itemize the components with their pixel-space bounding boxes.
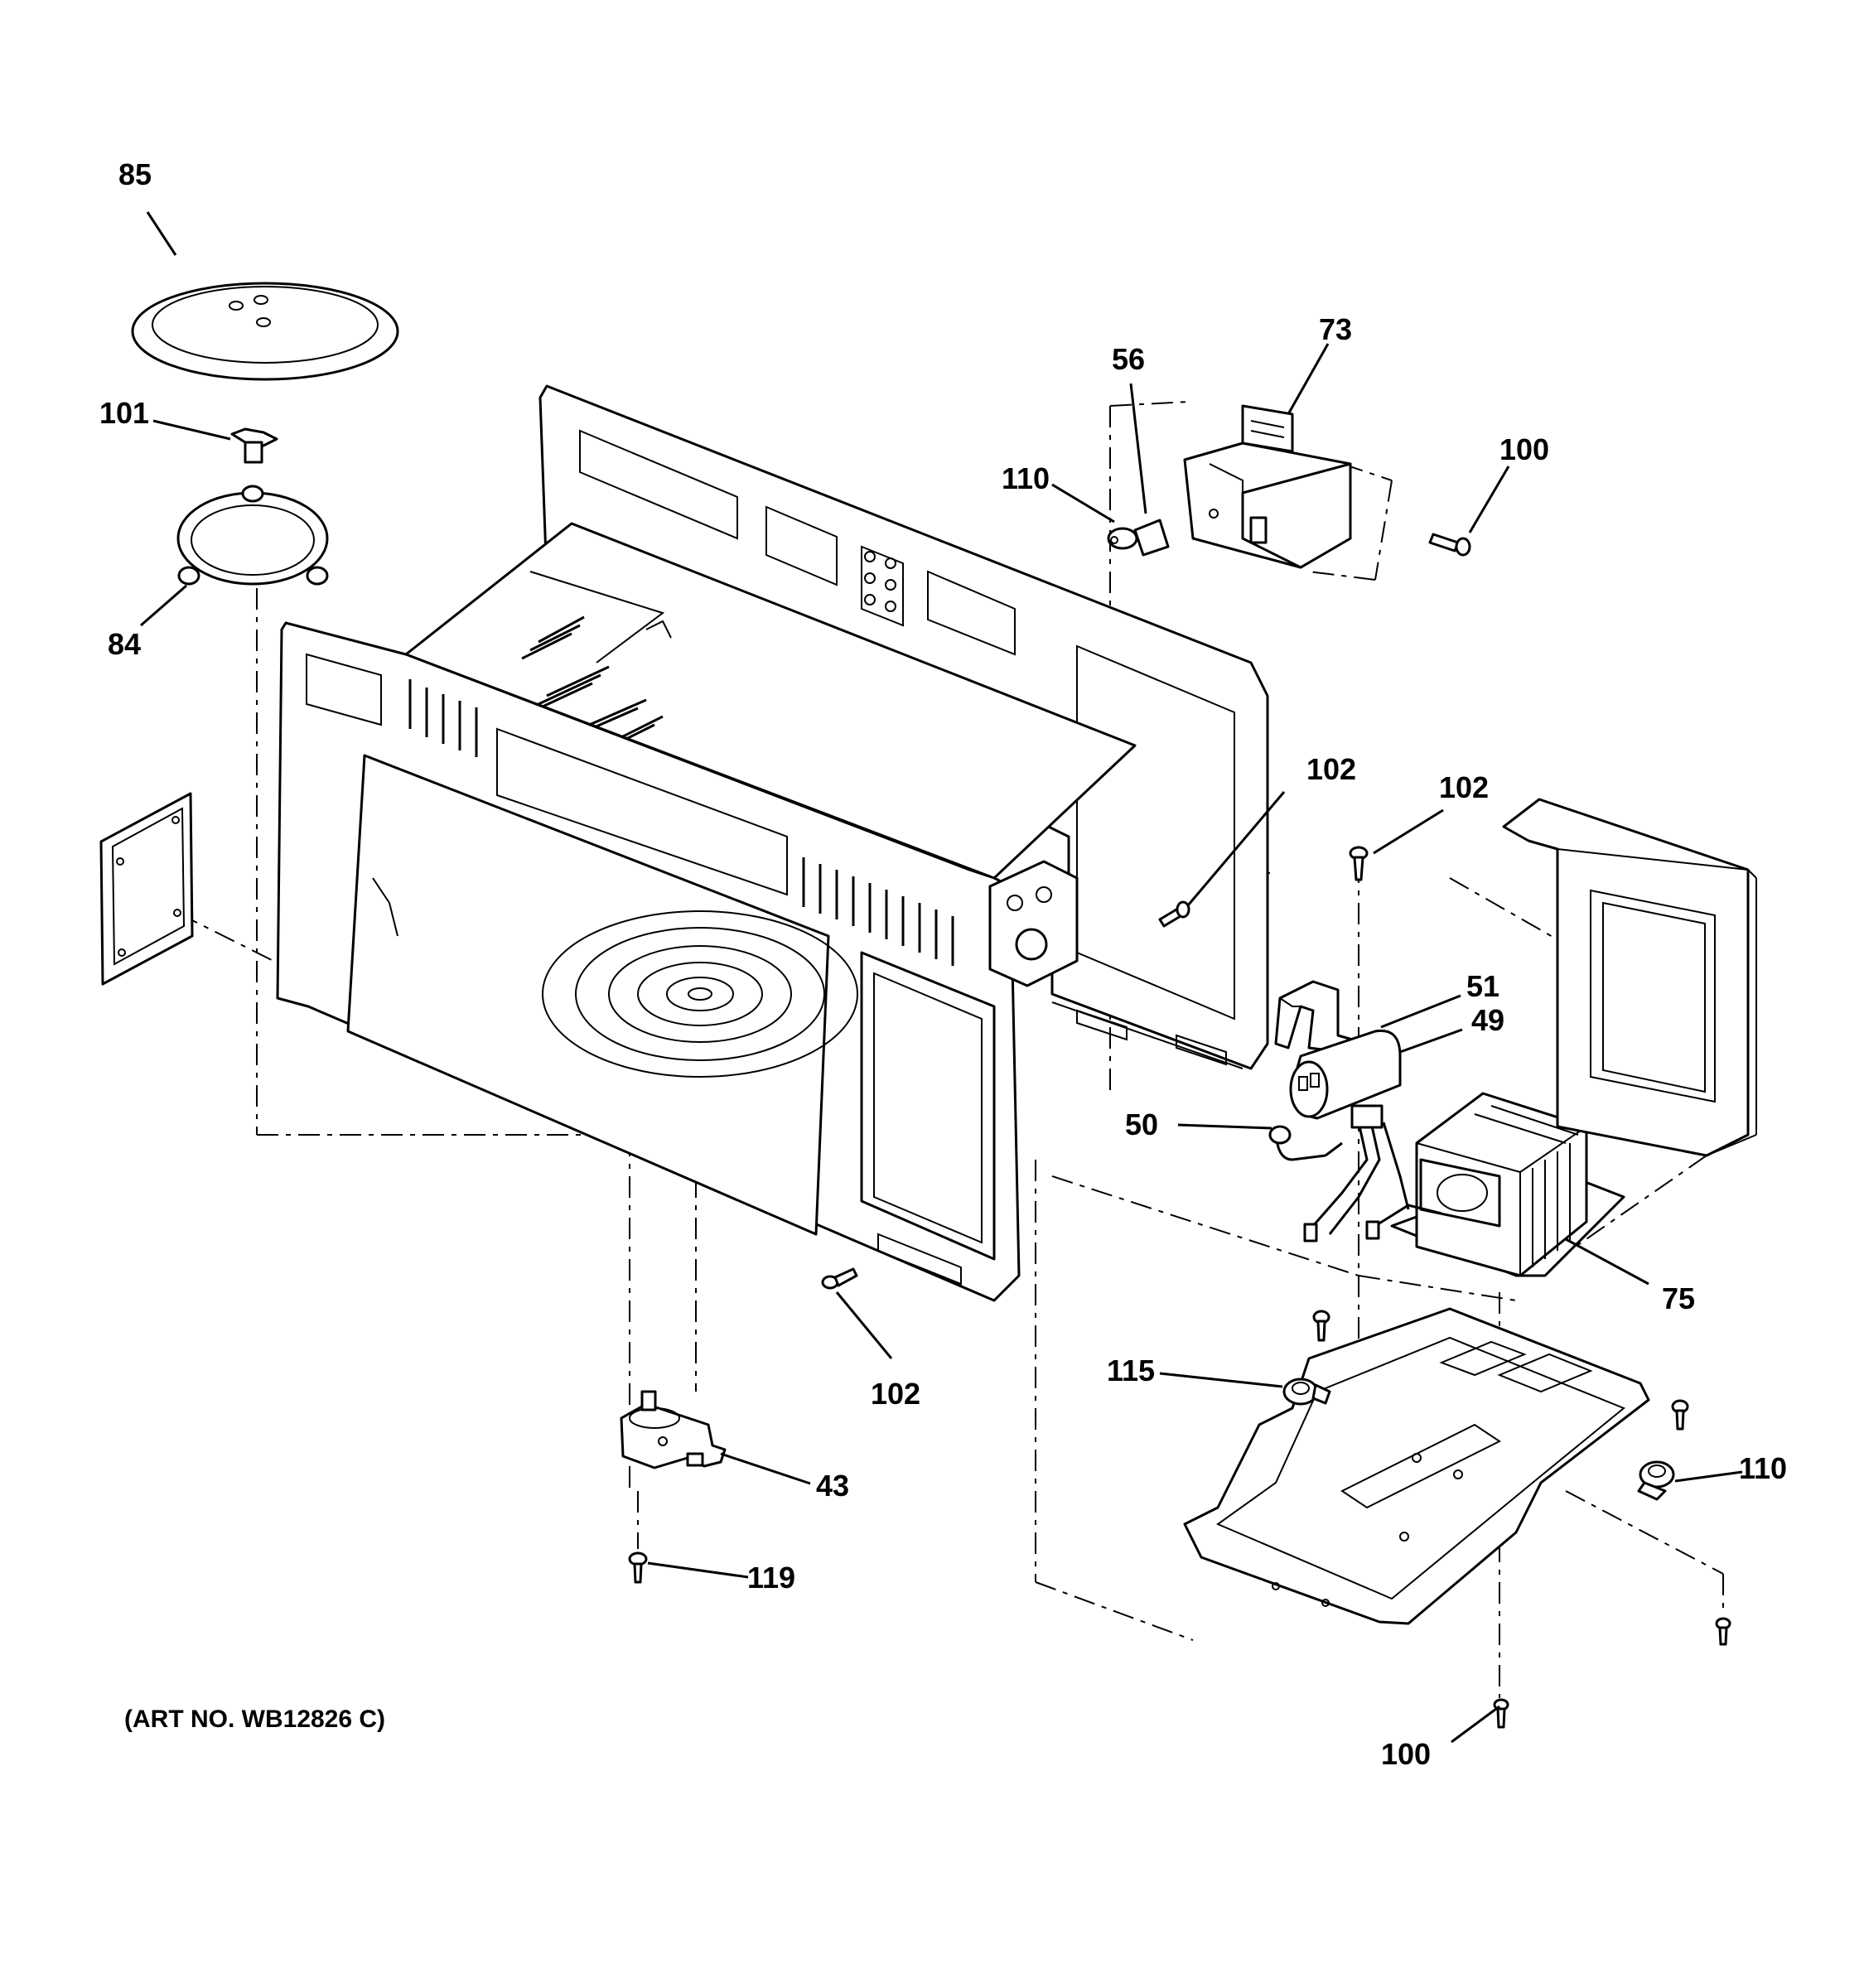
turntable-motor <box>620 1390 727 1469</box>
roller-ring <box>176 485 329 586</box>
turntable-coupler <box>230 427 278 464</box>
magnetron <box>1183 404 1352 569</box>
base-plate <box>1183 1307 1650 1625</box>
leader-lines <box>140 211 1743 1744</box>
turntable-tray <box>131 282 399 381</box>
side-vent-panel <box>99 792 194 986</box>
callout-100-top: 100 <box>1499 432 1549 466</box>
callout-100-bottom: 100 <box>1381 1737 1431 1771</box>
callout-110-top: 110 <box>1002 461 1050 495</box>
outer-side-panel <box>1502 798 1757 1157</box>
callout-56: 56 <box>1112 342 1145 376</box>
screw-100-top <box>1428 533 1471 557</box>
art-number-caption: (ART NO. WB12826 C) <box>124 1706 385 1733</box>
callout-84: 84 <box>108 627 141 661</box>
screw-119 <box>628 1551 648 1584</box>
screw-100-bottom <box>1493 1698 1509 1729</box>
callout-102-bottom: 102 <box>871 1377 920 1411</box>
thermostat-magnetron <box>1107 519 1170 557</box>
callout-119: 119 <box>747 1561 795 1595</box>
screw-115-top <box>1312 1310 1330 1342</box>
oven-cavity-chassis <box>276 384 1269 1302</box>
callout-101: 101 <box>99 396 149 430</box>
callout-73: 73 <box>1319 312 1352 346</box>
screw-102-bottom <box>821 1267 858 1290</box>
screw-far-right <box>1715 1617 1731 1646</box>
callout-115: 115 <box>1107 1353 1155 1387</box>
callout-102-mid: 102 <box>1306 752 1356 786</box>
callout-51: 51 <box>1466 969 1499 1003</box>
hv-diode <box>1268 1125 1343 1161</box>
callout-85: 85 <box>118 157 152 191</box>
callout-110-bottom: 110 <box>1739 1451 1787 1485</box>
thermostat-base <box>1282 1378 1331 1406</box>
callout-49: 49 <box>1471 1003 1504 1037</box>
hv-transformer <box>1303 1092 1625 1277</box>
screw-102-right <box>1349 846 1369 881</box>
callout-43: 43 <box>816 1469 849 1503</box>
hv-capacitor <box>1289 1029 1402 1120</box>
callout-labels: 85 101 84 56 73 110 100 102 102 51 49 50… <box>99 157 1787 1771</box>
thermostat-110-bottom <box>1637 1460 1675 1501</box>
callout-102-right: 102 <box>1439 770 1489 804</box>
callout-50: 50 <box>1125 1107 1158 1141</box>
screw-base-right <box>1671 1399 1689 1431</box>
screw-102-mid <box>1158 900 1190 928</box>
callout-75: 75 <box>1662 1281 1695 1315</box>
